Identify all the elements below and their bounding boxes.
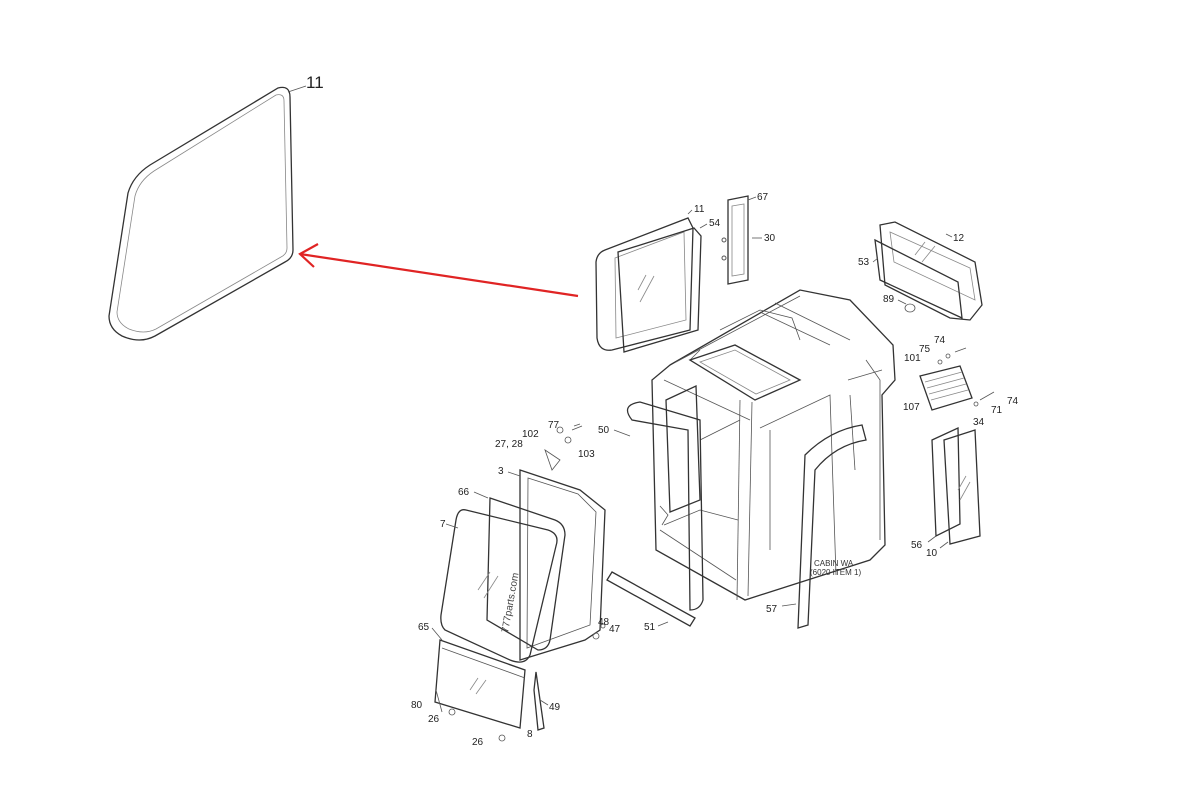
weather-strips [606, 401, 867, 629]
callout-7: 7 [440, 519, 446, 530]
callout-102: 102 [522, 429, 539, 440]
cabin-body [651, 289, 896, 601]
callout-34: 34 [973, 417, 985, 428]
callout-51: 51 [644, 622, 656, 633]
callout-48: 48 [598, 617, 610, 628]
callout-3: 3 [498, 466, 504, 477]
callout-12: 12 [953, 233, 965, 244]
side-window-11 [595, 217, 702, 353]
callout-75: 75 [919, 344, 931, 355]
pointer-arrow [298, 243, 579, 298]
callout-26-lower: 26 [472, 737, 484, 748]
callout-27-28: 27, 28 [495, 439, 523, 450]
callout-10: 10 [926, 548, 938, 559]
door-assembly [434, 425, 606, 742]
callout-labels: 11 54 67 30 12 53 89 74 75 101 107 71 74… [411, 192, 1019, 748]
callout-56: 56 [911, 540, 923, 551]
cabin-note: CABIN WA (6020 ITEM 1) [810, 559, 861, 577]
roof-window-12 [874, 221, 983, 321]
callout-80: 80 [411, 700, 423, 711]
callout-11: 11 [694, 204, 705, 215]
callout-47: 47 [609, 624, 621, 635]
callout-67: 67 [757, 192, 769, 203]
rear-window-67 [721, 195, 749, 285]
callout-74-top: 74 [934, 335, 946, 346]
callout-50: 50 [598, 425, 610, 436]
callout-53: 53 [858, 257, 870, 268]
callout-49: 49 [549, 702, 561, 713]
callout-71: 71 [991, 405, 1003, 416]
callout-57: 57 [766, 604, 778, 615]
cabin-note-line1: CABIN WA [814, 559, 854, 568]
callout-65: 65 [418, 622, 430, 633]
vent-34 [919, 347, 995, 411]
callout-103: 103 [578, 449, 595, 460]
callout-54: 54 [709, 218, 721, 229]
enlarged-window-glass: 11 [108, 73, 324, 341]
callout-89: 89 [883, 294, 895, 305]
watermark: 777parts.com [500, 572, 521, 634]
cabin-note-line2: (6020 ITEM 1) [810, 568, 861, 577]
callout-26-upper: 26 [428, 714, 440, 725]
callout-77: 77 [548, 420, 560, 431]
callout-107: 107 [903, 402, 920, 413]
callout-101: 101 [904, 353, 921, 364]
enlarged-part-number: 11 [306, 73, 324, 92]
leader-lines [431, 196, 953, 706]
callout-30: 30 [764, 233, 776, 244]
callout-66: 66 [458, 487, 470, 498]
callout-8: 8 [527, 729, 533, 740]
side-window-10 [931, 426, 981, 545]
callout-74-right: 74 [1007, 396, 1019, 407]
